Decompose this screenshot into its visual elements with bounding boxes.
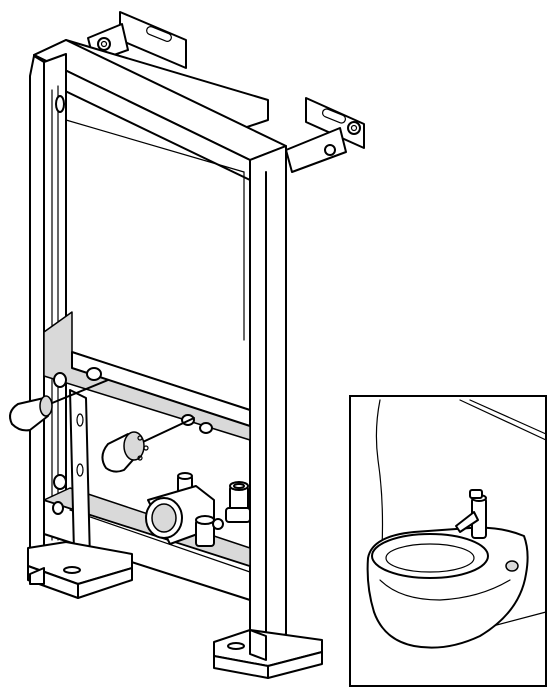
top-right-wall-bracket <box>285 97 365 173</box>
left-foot <box>27 541 133 599</box>
valve-assembly <box>145 472 251 547</box>
installation-frame <box>29 39 287 649</box>
threaded-rod-right <box>101 417 195 473</box>
bidet-bowl <box>366 526 529 649</box>
side-bracket-plate <box>69 389 91 561</box>
threaded-rod-left <box>9 379 109 432</box>
mounting-rail-upper <box>43 311 251 441</box>
bidet-faucet <box>455 489 519 572</box>
right-foot <box>213 629 323 679</box>
